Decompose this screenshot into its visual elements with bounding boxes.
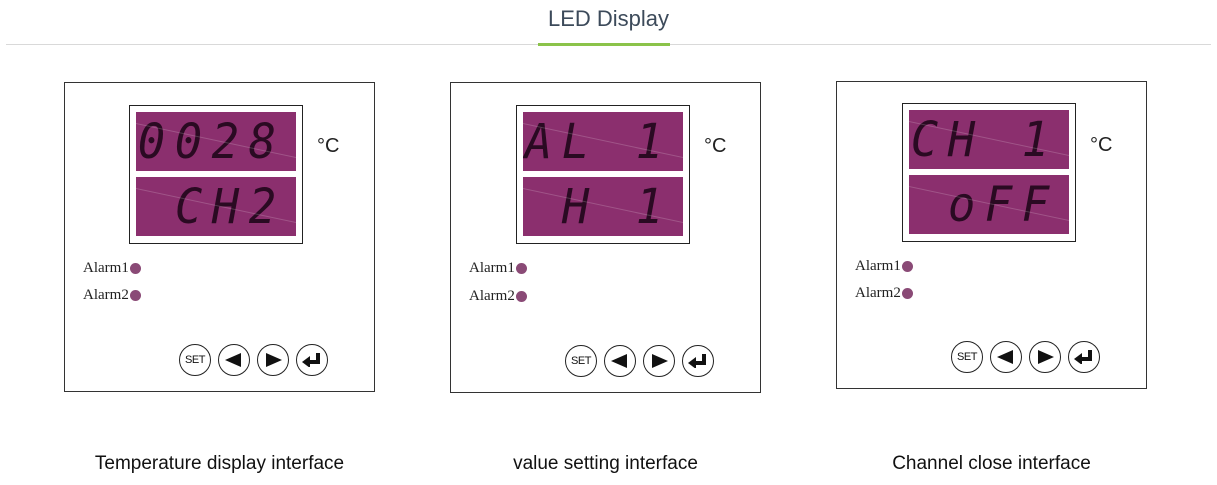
alarm-1-indicator: Alarm1 — [469, 260, 527, 277]
unit-label: °C — [317, 135, 340, 157]
lcd-top-text: AL 1 — [525, 114, 673, 170]
alarm-2-led-icon — [129, 290, 141, 301]
left-arrow-button[interactable] — [218, 344, 250, 376]
alarm-2-label: Alarm2 — [855, 285, 901, 301]
left-arrow-button[interactable] — [990, 341, 1022, 373]
lcd-bottom-text: H 1 — [562, 179, 673, 235]
lcd-top-text: 0028 — [138, 114, 286, 170]
left-arrow-icon — [997, 350, 1013, 364]
enter-button[interactable] — [296, 344, 328, 376]
caption-panel-1: Temperature display interface — [94, 453, 345, 474]
display-frame: 0028 CH2 — [129, 105, 303, 244]
enter-icon — [1074, 350, 1092, 364]
left-arrow-icon — [225, 353, 241, 367]
alarm-1-label: Alarm1 — [83, 260, 129, 276]
alarm-1-indicator: Alarm1 — [855, 258, 913, 275]
lcd-bottom-text: CH2 — [175, 179, 286, 235]
enter-icon — [302, 353, 320, 367]
lcd-top-row: AL 1 — [523, 112, 683, 171]
right-arrow-button[interactable] — [257, 344, 289, 376]
alarm-1-led-icon — [129, 263, 141, 274]
alarm-2-led-icon — [901, 288, 913, 299]
right-arrow-button[interactable] — [1029, 341, 1061, 373]
enter-button[interactable] — [682, 345, 714, 377]
header-accent-underline — [538, 43, 670, 46]
alarm-1-led-icon — [901, 261, 913, 272]
alarm-2-indicator: Alarm2 — [469, 288, 527, 305]
lcd-top-row: 0028 — [136, 112, 296, 171]
right-arrow-icon — [652, 354, 668, 368]
set-button[interactable]: SET — [565, 345, 597, 377]
alarm-1-label: Alarm1 — [855, 258, 901, 274]
left-arrow-button[interactable] — [604, 345, 636, 377]
display-frame: AL 1 H 1 — [516, 105, 690, 244]
alarm-2-label: Alarm2 — [83, 287, 129, 303]
lcd-bottom-row: H 1 — [523, 177, 683, 236]
set-button[interactable]: SET — [951, 341, 983, 373]
alarm-1-indicator: Alarm1 — [83, 260, 141, 277]
alarm-2-label: Alarm2 — [469, 288, 515, 304]
controller-panel-3: CH 1 oFF °C Alarm1 Alarm2 SET — [836, 81, 1147, 389]
alarm-2-indicator: Alarm2 — [855, 285, 913, 302]
enter-icon — [688, 354, 706, 368]
lcd-bottom-row: oFF — [909, 175, 1069, 234]
unit-label: °C — [1090, 134, 1113, 156]
enter-button[interactable] — [1068, 341, 1100, 373]
lcd-top-text: CH 1 — [911, 112, 1059, 168]
lcd-bottom-text: oFF — [948, 177, 1059, 233]
alarm-1-led-icon — [515, 263, 527, 274]
right-arrow-icon — [1038, 350, 1054, 364]
caption-panel-3: Channel close interface — [892, 453, 1091, 474]
set-button[interactable]: SET — [179, 344, 211, 376]
unit-label: °C — [704, 135, 727, 157]
right-arrow-icon — [266, 353, 282, 367]
alarm-2-led-icon — [515, 291, 527, 302]
alarm-1-label: Alarm1 — [469, 260, 515, 276]
page-title: LED Display — [547, 6, 670, 31]
lcd-bottom-row: CH2 — [136, 177, 296, 236]
caption-panel-2: value setting interface — [513, 453, 698, 474]
controller-panel-2: AL 1 H 1 °C Alarm1 Alarm2 SET — [450, 82, 761, 393]
right-arrow-button[interactable] — [643, 345, 675, 377]
left-arrow-icon — [611, 354, 627, 368]
lcd-top-row: CH 1 — [909, 110, 1069, 169]
controller-panel-1: 0028 CH2 °C Alarm1 Alarm2 SET — [64, 82, 375, 392]
alarm-2-indicator: Alarm2 — [83, 287, 141, 304]
display-frame: CH 1 oFF — [902, 103, 1076, 242]
